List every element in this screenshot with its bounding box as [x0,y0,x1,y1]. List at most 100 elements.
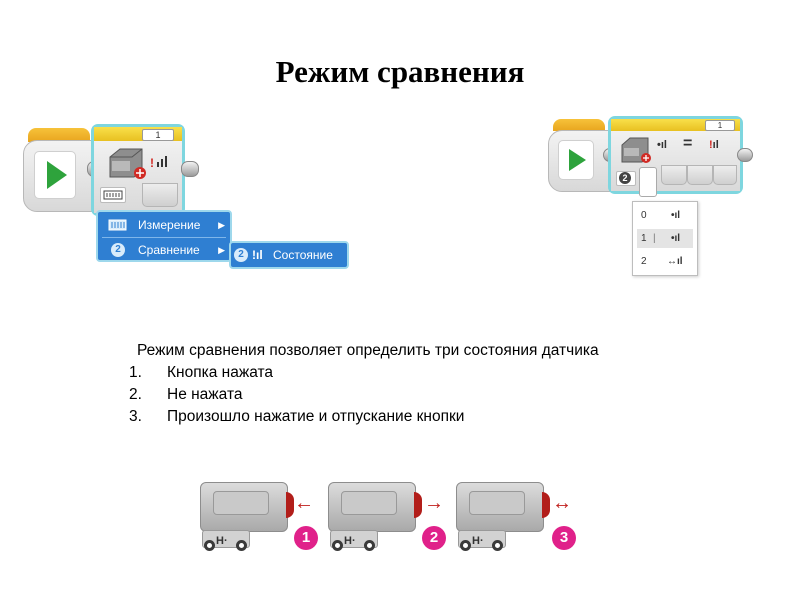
arrow-left-icon: ← [294,492,314,514]
arrow-both-icon: ↔ [552,492,572,514]
mode-selector[interactable]: 2 [616,171,636,186]
button-plunger [286,492,294,518]
button-body [200,482,288,532]
button-face [341,491,397,515]
play-icon [569,149,586,171]
measure-mode-icon [103,190,123,200]
port-indicator[interactable]: 1 [142,129,174,141]
menu-item-compare[interactable]: 2 Сравнение ▶ [98,239,230,261]
list-item: 2. Не нажата [129,384,717,406]
cursor-icon: | [653,233,656,244]
button-plunger [542,492,550,518]
pin-icon: H· [344,535,356,547]
list-number: 2. [129,386,142,403]
touch-sensor-block[interactable]: 1 •ıl = !ıl 2 0 [608,116,743,197]
bumped-icon: ↔ıl [667,256,683,267]
dropdown-option-1[interactable]: 1 | •ıl [637,229,693,248]
released-icon: •ıl [671,210,681,221]
pin-icon: H· [216,535,228,547]
page-title: Режим сравнения [275,54,525,89]
start-block-tab [553,119,605,131]
button-body [328,482,416,532]
button-plunger [414,492,422,518]
arrow-right-icon: → [424,492,444,514]
compare-operator[interactable]: = [683,135,693,152]
start-play-box [34,151,76,199]
list-number: 3. [129,408,142,425]
menu-item-compare-label: Сравнение [138,243,200,257]
compare-icon: 2 [111,243,125,257]
connector-right [181,161,199,177]
list-number: 1. [129,364,142,381]
compare-submenu: 2 !ıl Состояние [229,241,349,269]
touch-sensor-icon [621,137,651,163]
option-0-value: 0 [641,210,647,221]
description: Режим сравнения позволяет определить три… [129,340,717,428]
list-item-label: Не нажата [167,386,243,403]
input-value-icon: •ıl [657,139,667,151]
touch-sensor-icon [109,148,146,179]
mode-menu: Измерение ▶ 2 Сравнение ▶ [96,210,232,262]
output-slot[interactable] [687,165,713,185]
button-face [469,491,525,515]
badge-2: 2 [422,526,446,550]
list-item-label: Произошло нажатие и отпускание кнопки [167,408,465,425]
touch-button-pressed: H· ← 1 [198,476,328,556]
sensor-block-header: 1 [611,119,740,131]
touch-button-released: H· → 2 [326,476,456,556]
chevron-right-icon: ▶ [218,245,225,255]
left-program-block: 1 ! Измерение [23,124,353,270]
submenu-item-state-label: Состояние [273,248,333,262]
operator-slot[interactable] [661,165,687,185]
dropdown-option-0[interactable]: 0 •ıl [637,206,693,225]
wheel-icon [332,540,343,551]
button-body [456,482,544,532]
connector-right [737,148,753,162]
wheel-icon [204,540,215,551]
input-plug[interactable]: 0 [639,167,657,197]
compare-mode-icon: 2 [619,172,631,184]
output-slot-2[interactable] [713,165,737,185]
option-2-value: 2 [641,256,647,267]
measure-icon [108,219,127,231]
play-icon [47,161,67,189]
mode-selector[interactable] [100,187,126,203]
sensor-block-header: 1 [94,127,182,141]
states-list: 1. Кнопка нажата 2. Не нажата 3. Произошло … [129,362,717,428]
option-1-value: 1 [641,233,647,244]
start-block-tab [28,128,90,142]
wheel-icon [236,540,247,551]
port-indicator[interactable]: 1 [705,120,735,131]
output-slot[interactable] [142,183,178,207]
svg-text:!: ! [150,156,154,170]
state-output-icon: !ıl [709,139,719,151]
menu-item-measure-label: Измерение [138,218,201,232]
badge-1: 1 [294,526,318,550]
list-item: 3. Произошло нажатие и отпускание кнопки [129,406,717,428]
start-play-box [558,140,594,180]
state-dropdown: 0 •ıl 1 | •ıl 2 ↔ıl [632,201,698,276]
compare-state-icon: ! [150,156,167,170]
right-program-block: 1 •ıl = !ıl 2 0 0 •ıl 1 | •ıl [548,116,758,276]
menu-divider [102,237,226,238]
submenu-item-state[interactable]: 2 !ıl Состояние [231,244,347,266]
wheel-icon [492,540,503,551]
wheel-icon [364,540,375,551]
badge-3: 3 [552,526,576,550]
touch-button-bumped: H· ↔ 3 [454,476,594,556]
start-block[interactable] [23,140,95,212]
dropdown-option-2[interactable]: 2 ↔ıl [637,252,693,271]
list-item-label: Кнопка нажата [167,364,274,381]
wheel-icon [460,540,471,551]
intro-text: Режим сравнения позволяет определить три… [137,342,599,359]
start-block[interactable] [548,130,610,192]
state-bars-icon: !ıl [252,248,263,262]
pressed-icon: •ıl [671,233,681,244]
chevron-right-icon: ▶ [218,220,225,230]
touch-sensor-block[interactable]: 1 ! [91,124,185,216]
state-number-icon: 2 [234,248,248,262]
list-item: 1. Кнопка нажата [129,362,717,384]
menu-item-measure[interactable]: Измерение ▶ [98,214,230,236]
button-face [213,491,269,515]
pin-icon: H· [472,535,484,547]
